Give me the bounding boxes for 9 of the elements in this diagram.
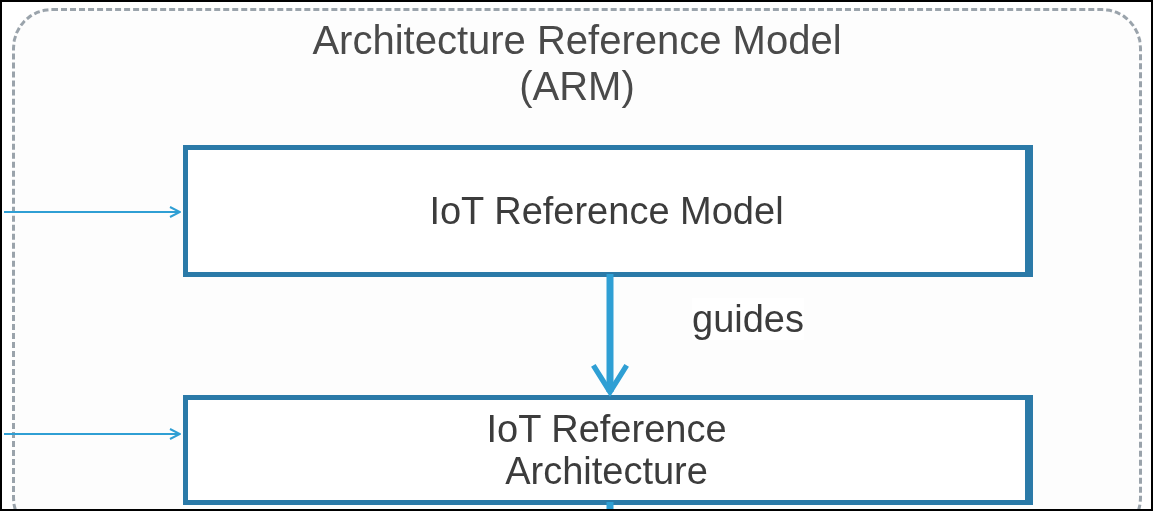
arrow [3, 206, 181, 218]
arrow [3, 428, 181, 440]
group-container [12, 8, 1142, 509]
box-label: IoT Reference Architecture [485, 408, 728, 492]
process-box [183, 395, 1033, 505]
box-label: IoT Reference Model [428, 190, 785, 232]
process-box [183, 145, 1033, 277]
arrow [590, 274, 630, 395]
group-title: Architecture Reference Model (ARM) [311, 17, 843, 109]
